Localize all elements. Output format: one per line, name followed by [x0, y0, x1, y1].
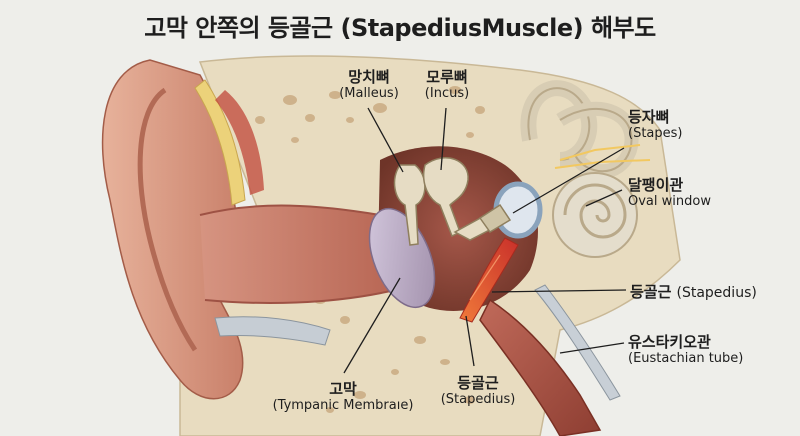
label-stapes: 등자뼈 (Stapes)	[628, 108, 683, 141]
ear-canal	[200, 205, 395, 303]
malleus-bone	[393, 164, 426, 246]
leader-lines	[343, 107, 627, 374]
page-title: 고막 안쪽의 등골근 (StapediusMuscle) 해부도	[144, 14, 656, 42]
label-incus: 모루뼈 (Incus)	[424, 68, 470, 101]
label-stapedius-right: 등골근 (Stapedius)	[630, 283, 757, 301]
ossicles	[393, 157, 512, 246]
incus-bone	[423, 157, 469, 238]
eustachian-tube	[479, 298, 602, 436]
cartilage	[194, 79, 246, 206]
fat-layer	[214, 316, 331, 346]
label-tympanic-membrane: 고막 (Tympanic Membraıe)	[272, 380, 414, 413]
inner-ear	[520, 80, 651, 258]
label-malleus: 망치뼈 (Malleus)	[339, 68, 399, 101]
label-oval-window: 달팽이관 Oval window	[628, 176, 711, 209]
stapedius-muscle	[459, 237, 519, 323]
tympanic-membrane	[368, 207, 436, 309]
label-stapedius-bottom: 등골근 (Stapedius)	[440, 374, 516, 407]
label-eustachian-tube: 유스타키오관 (Eustachian tube)	[628, 333, 744, 366]
